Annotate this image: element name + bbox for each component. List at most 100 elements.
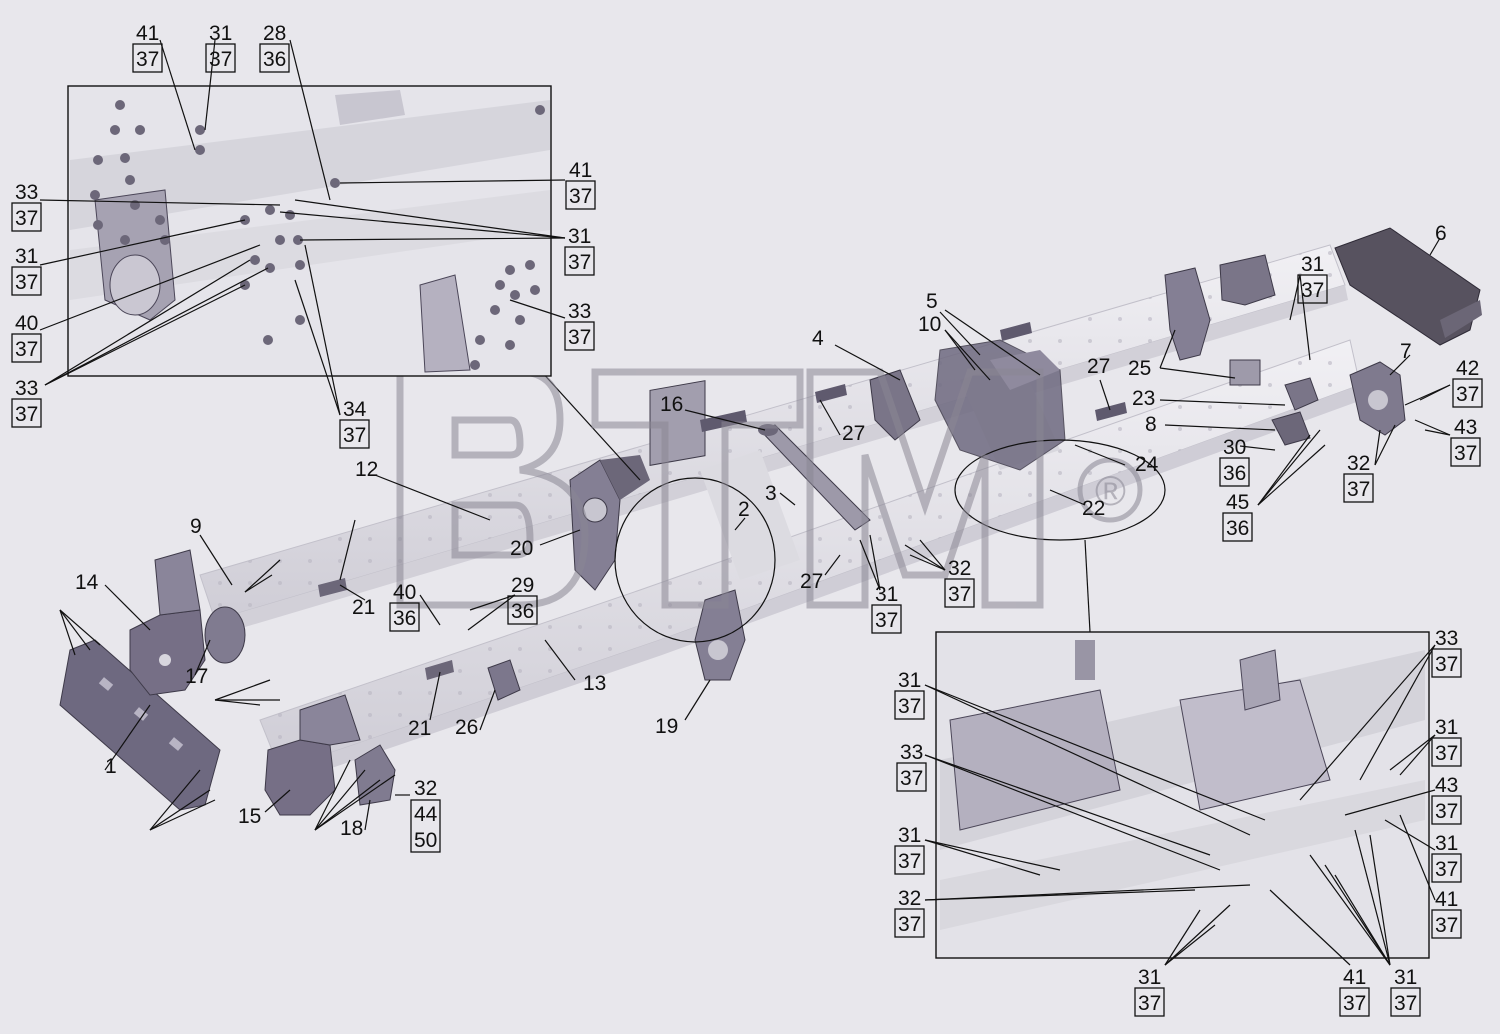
fraction-top-f27: 43 bbox=[1435, 774, 1458, 797]
part-18-mount bbox=[354, 744, 396, 806]
fraction-box-f11 bbox=[339, 419, 370, 449]
fraction-top-f3: 28 bbox=[263, 22, 286, 45]
triple-middle: 44 bbox=[414, 803, 438, 826]
fraction-bottom-f4: 37 bbox=[569, 185, 592, 208]
fraction-top-f32: 31 bbox=[1138, 966, 1161, 989]
callout-7: 7 bbox=[1400, 340, 1412, 363]
fraction-box-f32 bbox=[1134, 987, 1165, 1017]
callout-3: 3 bbox=[765, 482, 777, 505]
callout-2: 2 bbox=[738, 498, 750, 521]
fraction-box-f17 bbox=[1343, 473, 1374, 503]
fraction-top-f2: 31 bbox=[209, 22, 232, 45]
fraction-top-f15: 30 bbox=[1223, 436, 1246, 459]
watermark bbox=[396, 368, 1143, 609]
fraction-top-f16: 45 bbox=[1226, 491, 1249, 514]
callout-19: 19 bbox=[655, 715, 678, 738]
fraction-box-f6 bbox=[11, 266, 42, 296]
triple-bottom: 50 bbox=[414, 829, 437, 852]
fraction-bottom-f5: 37 bbox=[15, 207, 38, 230]
fraction-top-f28: 31 bbox=[898, 824, 921, 847]
fraction-top-f31: 32 bbox=[898, 887, 921, 910]
fraction-box-f10 bbox=[11, 398, 42, 428]
fraction-top-f23: 33 bbox=[1435, 627, 1458, 650]
fraction-box-f34 bbox=[1390, 987, 1421, 1017]
watermark-registered: ® bbox=[1095, 467, 1126, 514]
callout-20: 20 bbox=[510, 537, 533, 560]
callout-17: 17 bbox=[185, 665, 208, 688]
fraction-top-f18: 32 bbox=[948, 557, 971, 580]
fraction-box-f28 bbox=[894, 845, 925, 875]
fraction-box-f31 bbox=[894, 908, 925, 938]
fraction-bottom-f29: 37 bbox=[1435, 858, 1458, 881]
fraction-top-f20: 40 bbox=[393, 581, 416, 604]
fraction-callouts: 4137313728364137333731373137333740373337… bbox=[11, 22, 1483, 1017]
part-6-plate bbox=[1334, 227, 1481, 346]
fraction-box-f5 bbox=[11, 202, 42, 232]
fraction-top-f19: 31 bbox=[875, 583, 898, 606]
fraction-top-f13: 42 bbox=[1456, 357, 1479, 380]
fraction-box-f15 bbox=[1219, 457, 1250, 487]
callout-6: 6 bbox=[1435, 222, 1447, 245]
callout-26: 26 bbox=[455, 716, 478, 739]
fraction-top-f21: 29 bbox=[511, 574, 534, 597]
fraction-box-f23 bbox=[1431, 648, 1462, 678]
callout-8: 8 bbox=[1145, 413, 1157, 436]
fraction-bottom-f20: 36 bbox=[393, 607, 416, 630]
fraction-bottom-f12: 37 bbox=[1301, 279, 1324, 302]
fraction-bottom-f13: 37 bbox=[1456, 383, 1479, 406]
fraction-bottom-f30: 37 bbox=[1435, 914, 1458, 937]
fraction-top-f4: 41 bbox=[569, 159, 592, 182]
detail-circle-rear bbox=[954, 439, 1166, 541]
fraction-bottom-f24: 37 bbox=[898, 695, 921, 718]
fraction-top-f12: 31 bbox=[1301, 253, 1324, 276]
fraction-top-f6: 31 bbox=[15, 245, 38, 268]
fraction-box-f14 bbox=[1450, 437, 1481, 467]
callout-21-a: 21 bbox=[352, 596, 375, 619]
callout-21-b: 21 bbox=[408, 717, 431, 740]
bottom-right-detail-inset bbox=[935, 631, 1430, 959]
leader-lines bbox=[39, 39, 1451, 966]
fraction-bottom-f21: 36 bbox=[511, 600, 534, 623]
part-25-bracket bbox=[1164, 267, 1211, 361]
callout-18: 18 bbox=[340, 817, 363, 840]
fraction-box-f16 bbox=[1222, 512, 1253, 542]
callout-24: 24 bbox=[1135, 453, 1159, 476]
fraction-box-f20 bbox=[389, 602, 420, 632]
fraction-bottom-f10: 37 bbox=[15, 403, 38, 426]
fraction-top-f9: 40 bbox=[15, 312, 38, 335]
fraction-bottom-f3: 36 bbox=[263, 48, 286, 71]
fraction-box-f29 bbox=[1431, 853, 1462, 883]
fraction-box-f3 bbox=[259, 43, 290, 73]
fraction-top-f29: 31 bbox=[1435, 832, 1458, 855]
callout-15: 15 bbox=[238, 805, 261, 828]
fraction-bottom-f8: 37 bbox=[568, 326, 591, 349]
fraction-box-f2 bbox=[205, 43, 236, 73]
fraction-bottom-f17: 37 bbox=[1347, 478, 1370, 501]
fraction-bottom-f14: 37 bbox=[1454, 442, 1477, 465]
part-17-mount bbox=[204, 606, 246, 664]
triple-box bbox=[410, 799, 441, 853]
fraction-box-f27 bbox=[1431, 795, 1462, 825]
fraction-top-f25: 31 bbox=[1435, 716, 1458, 739]
fraction-bottom-f16: 36 bbox=[1226, 517, 1249, 540]
fraction-box-f9 bbox=[11, 333, 42, 363]
fraction-bottom-f28: 37 bbox=[898, 850, 921, 873]
callout-23: 23 bbox=[1132, 387, 1155, 410]
callout-14: 14 bbox=[75, 571, 99, 594]
detail-circle-front bbox=[614, 477, 776, 643]
fraction-bottom-f34: 37 bbox=[1394, 992, 1417, 1015]
fraction-bottom-f1: 37 bbox=[136, 48, 159, 71]
fraction-box-f24 bbox=[894, 690, 925, 720]
fraction-top-f30: 41 bbox=[1435, 888, 1458, 911]
fraction-top-f8: 33 bbox=[568, 300, 591, 323]
fraction-box-f30 bbox=[1431, 909, 1462, 939]
fraction-top-f7: 31 bbox=[568, 225, 591, 248]
fraction-bottom-f32: 37 bbox=[1138, 992, 1161, 1015]
fraction-box-f1 bbox=[132, 43, 163, 73]
callout-22: 22 bbox=[1082, 497, 1105, 520]
part-19-spring-bracket bbox=[694, 589, 746, 681]
callout-labels: 1 2 3 4 5 6 7 8 9 10 12 13 14 15 16 17 1… bbox=[75, 222, 1447, 840]
callout-10: 10 bbox=[918, 313, 941, 336]
fraction-bottom-f26: 37 bbox=[900, 767, 923, 790]
callout-25: 25 bbox=[1128, 357, 1151, 380]
